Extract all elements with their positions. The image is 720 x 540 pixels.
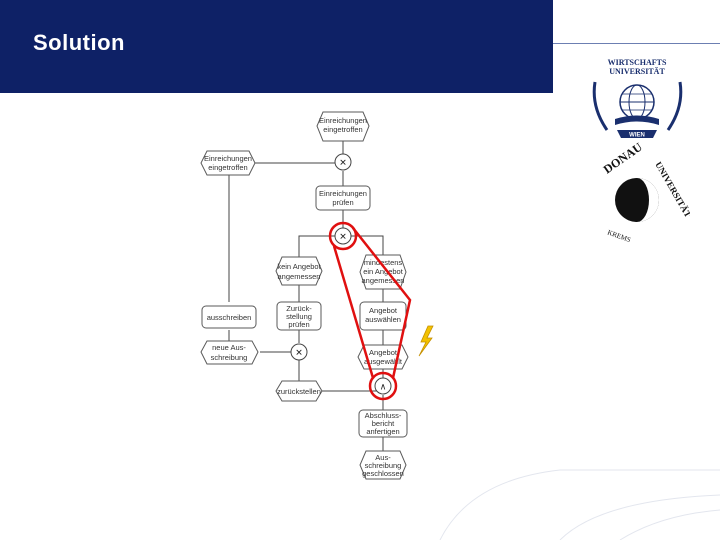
function-ausschreiben: ausschreiben [201,305,257,329]
function-zurueckstellen: zurückstellen [275,380,323,402]
event-label: ein Angebot [363,267,404,276]
function-label: anfertigen [366,427,399,436]
laurel-icon [592,81,683,131]
function-abschlussbericht-anfertigen: Abschluss- bericht anfertigen [358,409,408,438]
function-label: auswählen [365,315,401,324]
function-angebot-auswaehlen: Angebot auswählen [359,301,407,331]
function-label: Abschluss- [365,411,402,420]
function-label: Einreichungen [319,189,367,198]
function-label: bericht [372,419,395,428]
event-einreichungen-left: Einreichungen eingetroffen [200,150,256,176]
event-label: Angebot [369,348,398,357]
highlight-circle-xor [328,221,358,251]
event-label: eingetroffen [323,125,362,134]
slide-title: Solution [33,30,125,55]
function-label: Angebot [369,306,398,315]
event-neue-ausschreibung: neue Aus- schreibung [200,340,259,365]
wu-logo-line2: UNIVERSITÄT [609,67,665,76]
event-label: mindestens [364,258,403,267]
lightning-icon [418,325,434,357]
function-label: stellung [286,312,312,321]
event-ausschreibung-geschlossen: Aus- schreibung geschlossen [359,450,407,480]
and-icon: ∧ [380,383,387,393]
diagram-edges [228,141,384,451]
event-einreichungen-top: Einreichungen eingetroffen [316,111,370,142]
function-label: zurückstellen [277,387,321,396]
function-einreichungen-pruefen: Einreichungen prüfen [315,185,371,211]
xor-connector-split: ✕ [334,227,352,245]
function-label: prüfen [288,320,309,329]
wu-logo-line1: WIRTSCHAFTS [608,58,667,67]
university-logos: WIRTSCHAFTS UNIVERSITÄT WIEN DONAU UNIVE… [592,58,690,244]
highlight-line-left [332,245,375,379]
event-label: angemessen [278,272,321,281]
event-kein-angebot: kein Angebot angemessen [275,256,323,286]
xor-icon: ✕ [339,233,347,243]
ribbon-icon [617,130,657,138]
decorative-curves [439,469,720,540]
event-label: schreibung [211,353,248,362]
book-icon [615,115,659,125]
event-label: schreibung [365,461,402,470]
xor-icon: ✕ [295,349,303,359]
event-mindestens-ein-angebot: mindestens ein Angebot angemessen [359,254,407,290]
header-bar: Solution [0,0,553,93]
function-label: Zurück- [286,304,312,313]
wu-logo: WIRTSCHAFTS UNIVERSITÄT WIEN [592,58,683,139]
and-connector: ∧ [374,377,392,395]
event-label: Einreichungen [319,116,367,125]
event-label: Aus- [375,453,391,462]
xor-icon: ✕ [339,159,347,169]
function-label: ausschreiben [207,313,252,322]
event-label: kein Angebot [277,262,321,271]
highlight-line-right [352,227,412,379]
event-label: neue Aus- [212,343,246,352]
event-label: eingetroffen [208,163,247,172]
event-label: geschlossen [362,469,404,478]
xor-connector-top: ✕ [334,153,352,171]
event-label: Einreichungen [204,154,252,163]
highlight-circle-and [368,371,398,401]
function-zurueckstellung-pruefen: Zurück- stellung prüfen [276,301,322,331]
event-label: ausgewählt [364,357,403,366]
function-label: prüfen [332,198,353,207]
wu-logo-ribbon: WIEN [629,133,645,139]
header-divider [553,43,720,44]
xor-connector-left: ✕ [290,343,308,361]
error-highlight [328,221,412,401]
event-label: angemessen [362,276,405,285]
